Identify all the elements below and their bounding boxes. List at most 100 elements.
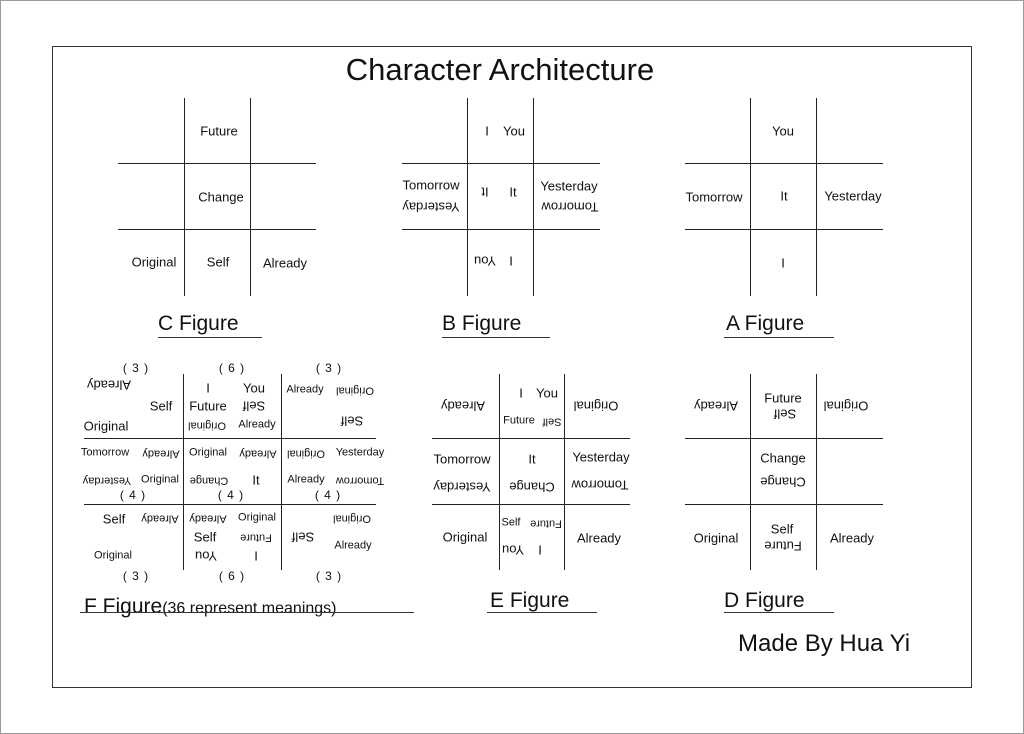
count-label: ( 6 ): [218, 569, 246, 583]
count-label: ( 3 ): [315, 569, 343, 583]
label-it: It: [509, 184, 517, 200]
grid-line: [685, 163, 883, 164]
label-original: Original: [693, 530, 739, 546]
diagram-frame: [52, 46, 972, 688]
grid-line: [685, 229, 883, 230]
label-self: Self: [206, 254, 230, 270]
label-original: Original: [442, 529, 488, 545]
label-already: Already: [829, 530, 875, 546]
label-yesterday-inverted: Yesterday: [402, 199, 460, 215]
label-i: I: [519, 385, 523, 401]
caption-d: D Figure: [724, 589, 805, 612]
label-already-inverted: Already: [239, 447, 277, 460]
label-you: You: [503, 123, 525, 139]
label-tomorrow: Tomorrow: [402, 177, 460, 193]
label-self: Self: [770, 521, 794, 537]
grid-line: [533, 98, 534, 296]
grid-line: [685, 504, 883, 505]
label-yesterday: Yesterday: [540, 178, 598, 194]
grid-line: [184, 98, 185, 296]
label-you-inverted: You: [502, 542, 524, 558]
count-label: ( 6 ): [218, 361, 246, 375]
label-already: Already: [238, 418, 276, 431]
label-original-inverted: Original: [287, 447, 325, 460]
label-i: I: [781, 255, 785, 271]
caption-b: B Figure: [442, 312, 522, 335]
label-i-inverted: I: [509, 253, 513, 269]
label-original: Original: [141, 473, 179, 486]
label-self-inverted: Self: [340, 413, 364, 429]
label-self-inverted: Self: [242, 398, 266, 414]
label-tomorrow: Tomorrow: [80, 446, 130, 459]
grid-line: [250, 98, 251, 296]
label-already-inverted: Already: [440, 398, 486, 414]
label-already: Already: [576, 530, 622, 546]
grid-line: [402, 163, 600, 164]
label-self-inverted: Self: [773, 406, 797, 422]
grid-line: [750, 374, 751, 570]
caption-underline: [724, 337, 834, 338]
count-label: ( 4 ): [119, 488, 147, 502]
label-change-inverted: Change: [189, 474, 229, 487]
caption-f: F Figure(36 represent meanings): [84, 596, 337, 617]
label-yesterday: Yesterday: [335, 446, 385, 459]
grid-line: [432, 504, 630, 505]
label-original: Original: [83, 418, 129, 434]
label-yesterday: Yesterday: [572, 449, 630, 465]
label-yesterday-inverted: Yesterday: [433, 479, 491, 495]
label-already-inverted: Already: [693, 398, 739, 414]
label-it-inverted: It: [481, 184, 489, 200]
label-original: Original: [94, 549, 132, 562]
label-original-inverted: Original: [333, 512, 371, 525]
caption-underline: [487, 612, 597, 613]
label-original: Original: [189, 446, 227, 459]
label-you: You: [536, 385, 558, 401]
label-it: It: [252, 472, 260, 488]
label-i-inverted: I: [538, 542, 542, 558]
label-already: Already: [287, 473, 325, 486]
label-self-inverted: Self: [542, 415, 562, 428]
count-label: ( 4 ): [217, 488, 245, 502]
grid-line: [750, 98, 751, 296]
label-self: Self: [149, 398, 173, 414]
count-label: ( 3 ): [122, 569, 150, 583]
label-already-inverted: Already: [86, 377, 132, 393]
label-original: Original: [238, 511, 276, 524]
grid-line: [499, 374, 500, 570]
label-change-inverted: Change: [509, 479, 555, 495]
grid-line: [816, 374, 817, 570]
grid-line: [685, 438, 883, 439]
label-tomorrow-inverted: Tomorrow: [335, 474, 385, 487]
label-change: Change: [198, 189, 244, 205]
label-i: I: [485, 123, 489, 139]
label-self: Self: [501, 516, 521, 529]
grid-line: [183, 374, 184, 570]
label-future-inverted: Future: [240, 531, 272, 544]
label-self: Self: [193, 529, 217, 545]
label-i-inverted: I: [254, 548, 258, 564]
label-it: It: [780, 188, 788, 204]
label-i: I: [206, 380, 210, 396]
label-future: Future: [503, 414, 535, 427]
label-original-inverted: Original: [573, 398, 619, 414]
grid-line: [118, 229, 316, 230]
label-you: You: [772, 123, 794, 139]
label-already-inverted: Already: [189, 512, 227, 525]
grid-line: [84, 504, 376, 505]
label-original-inverted: Original: [336, 384, 374, 397]
label-future-inverted: Future: [530, 517, 562, 530]
grid-line: [402, 229, 600, 230]
label-change: Change: [760, 450, 806, 466]
caption-underline: [724, 612, 834, 613]
label-original-inverted: Original: [188, 419, 226, 432]
label-already: Already: [286, 383, 324, 396]
label-already: Already: [334, 539, 372, 552]
count-label: ( 4 ): [314, 488, 342, 502]
label-already: Already: [262, 255, 308, 271]
count-label: ( 3 ): [315, 361, 343, 375]
label-change-inverted: Change: [760, 474, 806, 490]
label-tomorrow-inverted: Tomorrow: [541, 199, 599, 215]
label-original: Original: [131, 254, 177, 270]
caption-underline: [80, 612, 414, 613]
label-tomorrow: Tomorrow: [433, 451, 491, 467]
